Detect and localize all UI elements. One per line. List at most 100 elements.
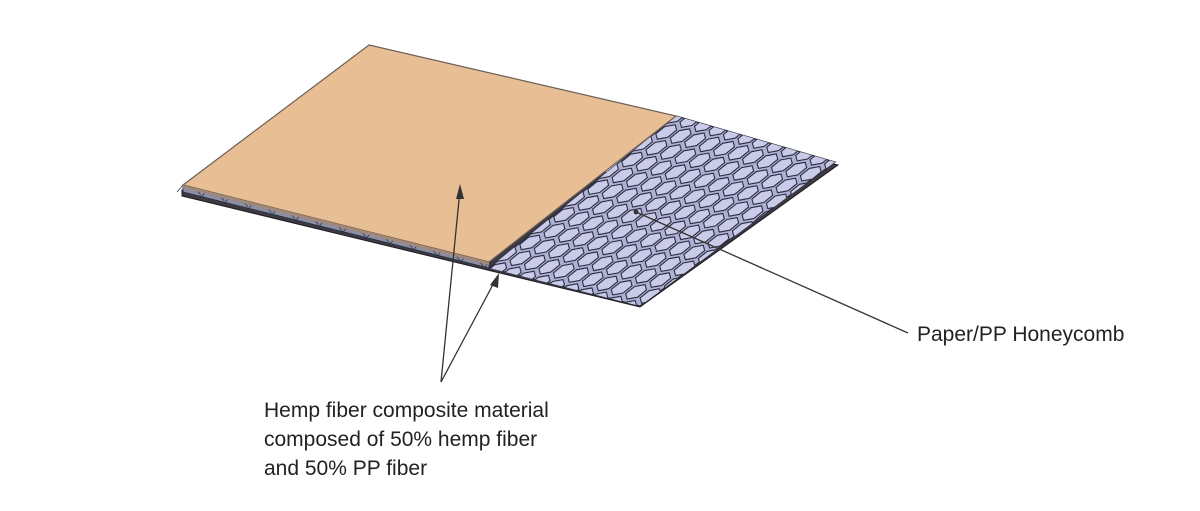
core-edge-tick [176,184,184,193]
honeycomb-cell [605,259,629,276]
honeycomb-cell [538,258,561,275]
honeycomb-cell [562,247,585,263]
honeycomb-cell [693,172,716,189]
leader-line-hemp-sheet [440,189,461,383]
honeycomb-cell [819,134,835,150]
honeycomb-cell [678,280,701,297]
honeycomb-cell [673,204,697,221]
honeycomb-cell [698,192,721,209]
honeycomb-cell [644,196,668,212]
honeycomb-cell [572,231,595,247]
honeycomb-cell [587,179,610,196]
honeycomb-cell [645,309,666,324]
honeycomb-cell [675,93,696,108]
honeycomb-cell [582,215,605,232]
honeycomb-cell [722,180,745,197]
honeycomb-cell [649,272,672,288]
honeycomb-cell [664,164,687,180]
honeycomb-cell [567,211,590,227]
honeycomb-cell [576,251,600,268]
honeycomb-cell [684,132,707,149]
honeycomb-cell [775,177,798,194]
honeycomb-cell [621,151,644,168]
honeycomb-cell [635,211,658,228]
honeycomb-cell [703,156,726,173]
honeycomb-cell [639,232,663,248]
honeycomb-cell [635,155,658,172]
honeycomb-cell [741,205,764,221]
honeycomb-cell [736,185,759,201]
label-hemp-line-2: composed of 50% hemp fiber [264,428,538,451]
honeycomb-cell [690,97,711,112]
arrowhead-hemp-sheet [456,184,464,199]
honeycomb-cell [591,255,614,272]
honeycomb-cell [659,200,682,216]
honeycomb-cell [650,160,673,176]
honeycomb-cell [703,116,726,117]
honeycomb-cell [761,117,784,134]
honeycomb-cell [678,224,701,241]
honeycomb-cell [717,216,740,233]
honeycomb-cell [683,188,706,205]
honeycomb-cell [727,144,750,161]
honeycomb-cell [732,116,755,125]
honeycomb-cell [683,244,706,261]
honeycomb-cell [596,275,619,292]
honeycomb-cell [775,121,799,138]
honeycomb-cell [601,239,624,256]
honeycomb-cell [712,140,736,157]
honeycomb-cell [717,160,740,177]
hemp-sheet-edge [183,185,489,265]
honeycomb-cell [649,216,672,232]
arrowheads [456,184,499,288]
honeycomb-cell [630,191,653,208]
honeycomb-cell [669,128,692,144]
honeycomb-cell [746,169,769,185]
honeycomb-cell [727,201,750,217]
honeycomb-cell [552,263,575,279]
honeycomb-cell [698,136,721,153]
honeycomb-cell [645,139,668,156]
leader-line-honeycomb [635,211,909,334]
honeycomb-cell [712,252,735,269]
honeycomb-cell [833,138,835,154]
honeycomb-cell [655,124,678,140]
honeycomb-cell [741,149,765,165]
honeycomb-cell [625,227,648,244]
honeycomb-cell [712,196,735,213]
honeycomb-cell [625,171,648,188]
honeycomb-cell [761,173,784,190]
honeycomb-cell [557,227,580,243]
honeycomb-cell [620,263,643,280]
label-honeycomb: Paper/PP Honeycomb [917,323,1125,346]
honeycomb-cell [553,206,576,223]
honeycomb-cell [718,116,741,121]
honeycomb-cell [664,220,687,237]
honeycomb-cell [523,254,546,271]
honeycomb-pointer-dot [633,209,639,215]
honeycomb-cell [751,189,774,206]
honeycomb-cell [659,144,682,160]
honeycomb-cell [616,187,639,204]
honeycomb-cell [688,152,711,169]
honeycomb-cell [707,232,730,249]
honeycomb-cell [785,161,808,178]
honeycomb-cell [678,168,702,185]
honeycomb-cell [577,195,600,211]
honeycomb-cell [548,242,571,259]
honeycomb-cell [533,238,556,255]
honeycomb-cell [567,267,590,283]
honeycomb-cell [654,236,677,252]
honeycomb-cell [804,129,827,146]
arrowhead-bottom-skin [490,273,499,288]
honeycomb-cell [669,184,692,201]
honeycomb-cell [688,208,711,225]
honeycomb-cell [581,271,604,288]
honeycomb-cell [644,252,667,268]
honeycomb-cell [630,247,653,264]
honeycomb-cell [790,125,813,142]
honeycomb-cell [654,180,677,196]
honeycomb-cell [732,165,755,181]
honeycomb-cell [640,175,663,192]
